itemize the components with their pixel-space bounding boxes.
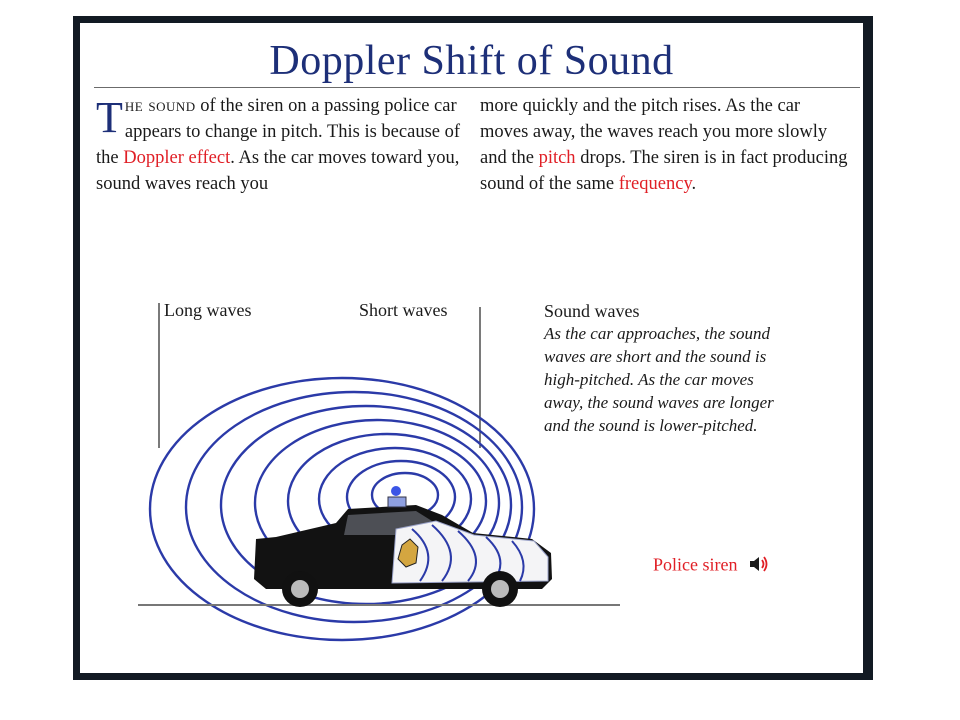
sound-wave-rings [148, 376, 536, 642]
intro-text-5: . [691, 174, 697, 194]
sound-waves-heading: Sound waves [544, 301, 640, 321]
intro-text-4: drops. The siren is in fact producing so… [480, 148, 848, 194]
police-siren-link-group[interactable]: Police siren [653, 554, 770, 579]
intro-text-1: of the siren on a passing police car app… [96, 96, 461, 168]
doppler-diagram [138, 303, 620, 642]
sound-waves-caption: As the car approaches, the sound waves a… [544, 324, 774, 435]
frequency-link[interactable]: frequency [618, 174, 692, 194]
long-waves-label: Long waves [164, 300, 252, 320]
doppler-effect-link[interactable]: Doppler effect [123, 148, 231, 168]
title-divider [94, 87, 860, 88]
speaker-icon[interactable] [748, 554, 770, 579]
intro-text-3: more quickly and the pitch rises. As the… [480, 96, 828, 168]
drop-cap: T [96, 93, 123, 142]
police-siren-link[interactable]: Police siren [653, 554, 738, 575]
intro-text-2: . As the car moves toward you, sound wav… [96, 148, 460, 194]
intro-text-right: more quickly and the pitch rises. As the… [480, 93, 850, 197]
short-waves-label: Short waves [359, 300, 448, 320]
pitch-link[interactable]: pitch [538, 148, 576, 168]
intro-small-caps: he sound [124, 96, 196, 116]
page-title: Doppler Shift of Sound [269, 38, 674, 84]
police-car [254, 486, 552, 607]
doppler-page: Doppler Shift of Sound T he sound of the… [80, 23, 863, 673]
intro-text-left: T he sound of the siren on a passing pol… [96, 93, 466, 197]
